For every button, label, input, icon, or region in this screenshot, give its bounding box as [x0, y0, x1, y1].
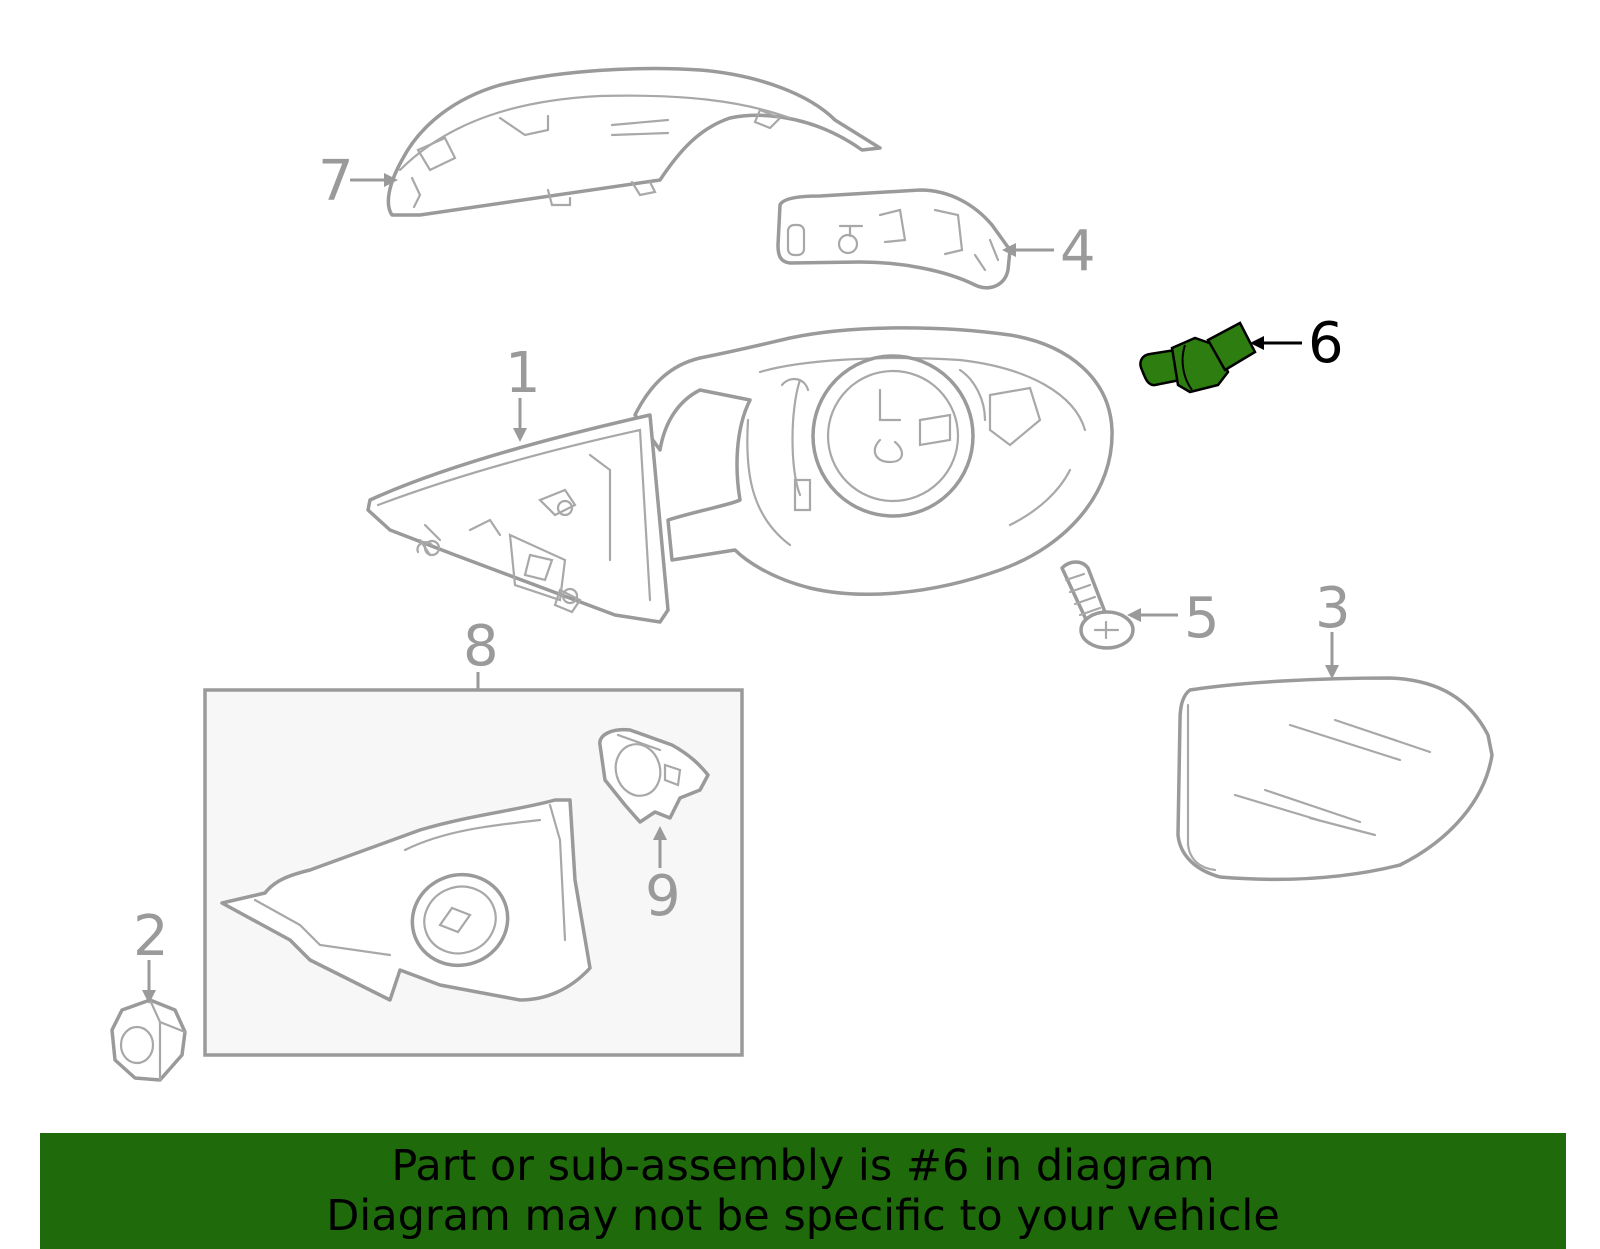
callout-1: 1 [505, 341, 541, 442]
banner-line-2: Diagram may not be specific to your vehi… [326, 1191, 1280, 1241]
part-3-mirror-glass[interactable] [1176, 676, 1494, 882]
callout-8: 8 [463, 614, 499, 690]
callout-4: 4 [1002, 219, 1096, 284]
part-1-mirror-housing[interactable] [366, 326, 1114, 624]
callout-2: 2 [133, 904, 169, 1004]
callout-6: 6 [1250, 311, 1344, 376]
part-2-nut[interactable] [110, 998, 187, 1082]
part-8-bracket-assembly[interactable] [203, 688, 744, 1057]
svg-text:3: 3 [1315, 576, 1351, 641]
part-4-turn-signal-lamp[interactable] [776, 188, 1012, 290]
callout-9: 9 [645, 826, 681, 929]
part-9-grommet[interactable] [598, 727, 710, 824]
part-7-mirror-cover[interactable] [386, 66, 882, 217]
svg-text:7: 7 [318, 149, 354, 214]
part-6-bulb[interactable] [1139, 321, 1257, 394]
callout-5: 5 [1127, 586, 1220, 651]
callout-7: 7 [318, 149, 398, 214]
svg-text:8: 8 [463, 614, 499, 679]
part-5-screw[interactable] [1060, 560, 1135, 650]
svg-text:2: 2 [133, 904, 169, 969]
info-banner: Part or sub-assembly is #6 in diagram Di… [40, 1133, 1566, 1249]
banner-line-1: Part or sub-assembly is #6 in diagram [391, 1141, 1215, 1191]
svg-text:4: 4 [1060, 219, 1096, 284]
svg-text:6: 6 [1308, 311, 1344, 376]
svg-text:1: 1 [505, 341, 541, 406]
svg-text:9: 9 [645, 864, 681, 929]
svg-text:5: 5 [1184, 586, 1220, 651]
callout-3: 3 [1315, 576, 1351, 679]
